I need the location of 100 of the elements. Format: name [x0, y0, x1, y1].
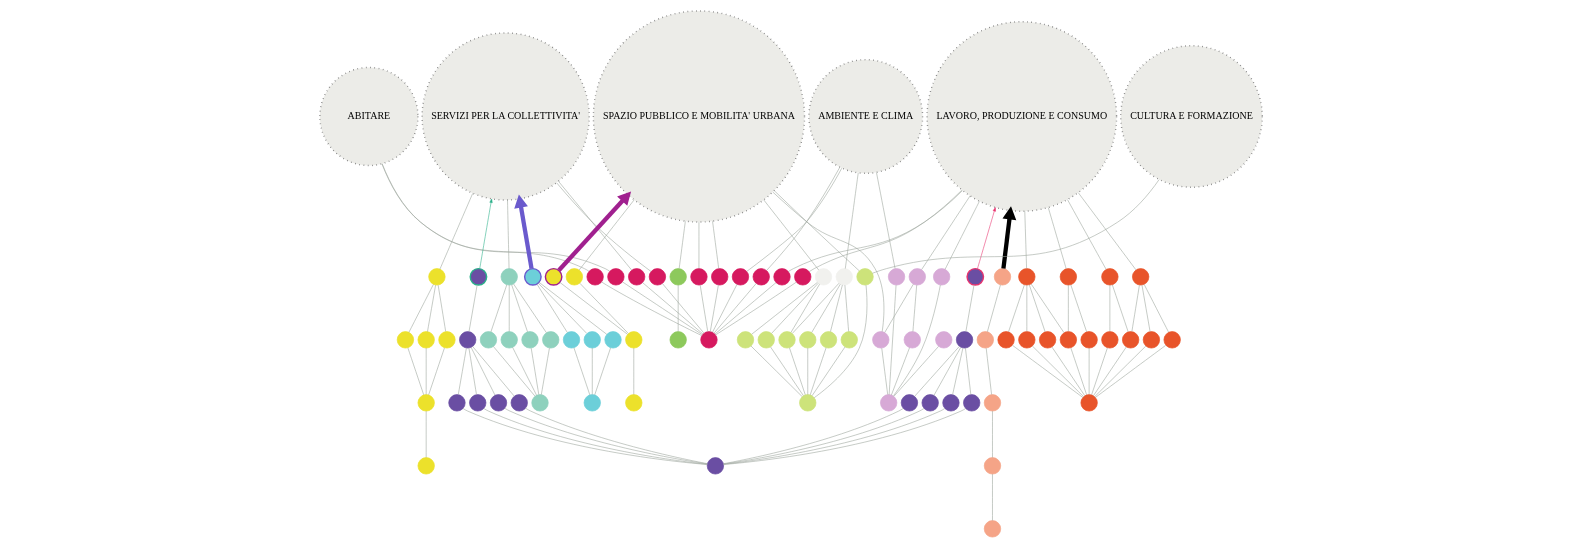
connector — [811, 346, 846, 396]
connector — [751, 282, 818, 335]
connector — [876, 172, 896, 269]
connector — [1109, 284, 1111, 332]
node-circle — [428, 268, 446, 286]
connector — [1068, 284, 1069, 332]
connector — [508, 284, 510, 332]
connector — [714, 282, 777, 335]
node-circle — [997, 331, 1015, 349]
connector — [1030, 283, 1065, 333]
connector — [1095, 345, 1166, 398]
connector — [844, 284, 849, 332]
connector — [965, 284, 975, 332]
connector — [1051, 346, 1086, 396]
connector — [1070, 347, 1087, 396]
connector — [992, 473, 993, 521]
connector — [713, 283, 757, 334]
connector — [642, 282, 704, 335]
connector — [881, 347, 888, 395]
connector — [427, 284, 436, 332]
connector — [1143, 284, 1169, 333]
node-circle — [669, 331, 687, 349]
node-circle — [417, 457, 435, 475]
node-circle — [935, 331, 953, 349]
connector — [985, 347, 992, 395]
connector — [538, 282, 608, 335]
connector — [1078, 192, 1137, 271]
connector — [1070, 284, 1087, 333]
connector — [633, 347, 635, 395]
connector — [437, 284, 446, 332]
node-circle — [625, 394, 643, 412]
connector — [712, 284, 738, 333]
node-circle — [565, 268, 583, 286]
node-circle — [607, 268, 625, 286]
connector — [1024, 210, 1027, 269]
connector — [579, 282, 629, 334]
node-circle — [983, 457, 1002, 475]
connector — [845, 172, 859, 269]
connector — [592, 347, 593, 395]
node-circle — [921, 394, 939, 412]
connector — [807, 347, 809, 395]
node-circle — [1132, 268, 1150, 286]
node-circle — [752, 268, 770, 286]
node-circle — [531, 394, 549, 412]
node-circle — [521, 331, 539, 349]
connector — [1032, 345, 1084, 397]
node-circle — [900, 394, 918, 412]
node-circle — [711, 268, 729, 286]
node-circle — [856, 268, 874, 286]
connector — [472, 346, 515, 397]
node-circle — [604, 331, 622, 349]
connector — [770, 346, 804, 396]
connector — [538, 282, 587, 334]
node-circle — [583, 394, 601, 412]
node-circle — [628, 268, 646, 286]
node-circle — [757, 331, 775, 349]
node-circle — [993, 268, 1012, 286]
connector — [468, 347, 477, 395]
node-circle — [396, 331, 414, 349]
connector — [1029, 284, 1046, 333]
connector — [468, 284, 478, 332]
node-circle — [706, 457, 724, 475]
node-circle — [963, 394, 981, 412]
node-circle — [731, 268, 750, 286]
connector — [712, 220, 719, 269]
connector — [809, 347, 827, 396]
connector — [457, 347, 467, 395]
node-circle — [438, 331, 456, 349]
connector — [594, 347, 611, 396]
node-circle: AMBIENTE E CLIMA — [808, 58, 924, 175]
node-circle: SPAZIO PUBBLICO E MOBILITA' URBANA — [592, 10, 806, 223]
connector — [790, 283, 820, 333]
connector — [678, 220, 686, 269]
node-circle — [544, 267, 563, 286]
node-circle — [736, 331, 755, 349]
connector — [559, 282, 628, 335]
connector — [573, 347, 591, 396]
node-circle — [983, 520, 1002, 538]
connector — [1067, 199, 1107, 270]
node-circle — [1018, 268, 1036, 286]
connector — [891, 347, 910, 396]
node-circle — [1101, 268, 1119, 286]
connector — [912, 284, 917, 332]
connector — [893, 284, 941, 397]
connector — [715, 281, 797, 336]
connector — [884, 283, 914, 333]
node-circle: CULTURA E FORMAZIONE — [1120, 45, 1263, 188]
connector — [408, 284, 434, 333]
node-circle: ABITARE — [319, 66, 419, 167]
node-circle — [983, 394, 1002, 412]
connector — [601, 281, 702, 336]
connector — [750, 345, 803, 397]
connector — [933, 347, 962, 396]
connector — [952, 347, 964, 395]
node-circle — [1163, 331, 1181, 349]
connector — [1094, 345, 1147, 397]
node-circle — [500, 268, 518, 286]
node-circle — [1039, 331, 1057, 349]
node-circle — [835, 268, 853, 286]
connector — [811, 283, 841, 333]
